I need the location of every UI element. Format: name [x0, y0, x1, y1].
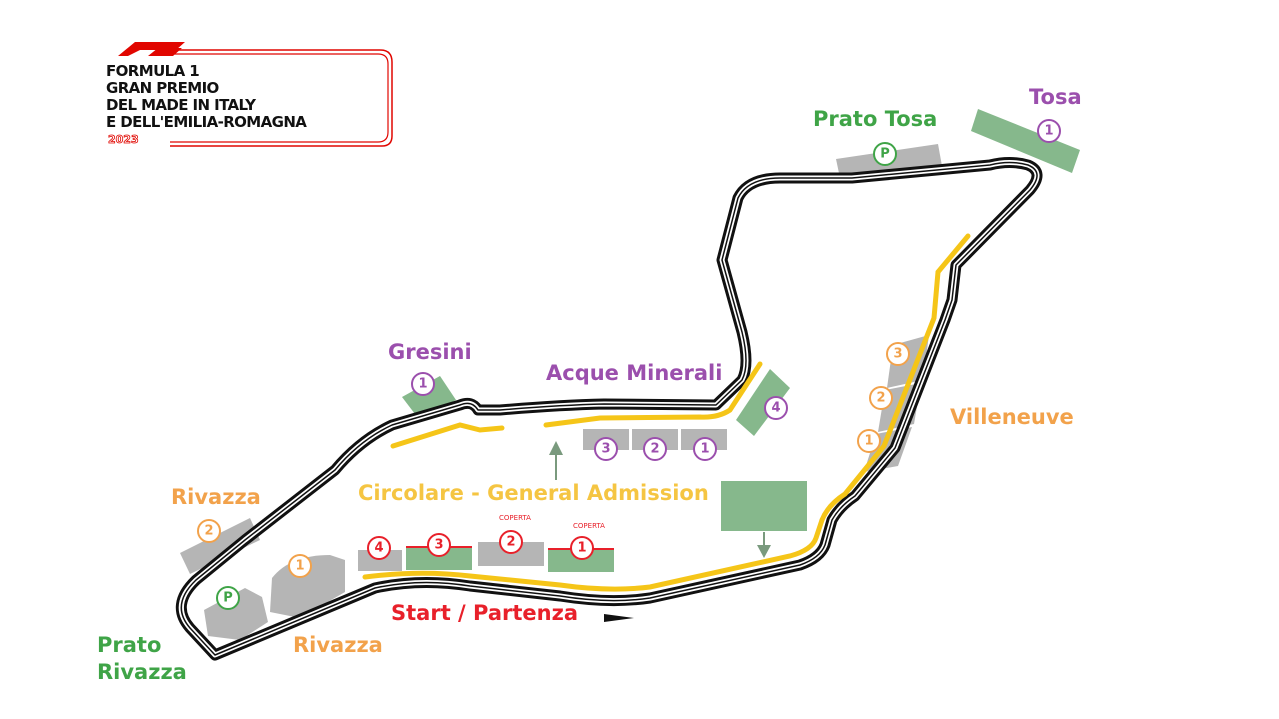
track-centerline	[180, 161, 1038, 656]
badge-acque-2: 2	[643, 437, 667, 461]
badge-acque-1: 1	[693, 437, 717, 461]
label-rivazza-upper: Rivazza	[171, 485, 261, 509]
stand-prato-rivazza	[204, 588, 268, 640]
logo-year: 2023	[108, 133, 139, 146]
label-rivazza-lower: Rivazza	[293, 633, 383, 657]
f1-logo-mark	[118, 42, 185, 56]
label-gresini: Gresini	[388, 340, 472, 364]
label-prato-rivazza-2: Rivazza	[97, 660, 187, 684]
label-start: Start / Partenza	[391, 601, 578, 625]
stand-rivazza-2	[180, 518, 260, 574]
badge-tosa-1: 1	[1037, 119, 1061, 143]
svg-text:4: 4	[374, 541, 383, 556]
stand-acque-4	[736, 369, 790, 436]
label-prato-tosa: Prato Tosa	[813, 107, 937, 131]
svg-text:2: 2	[650, 442, 659, 457]
f1-logo-frame-inner	[170, 53, 389, 143]
coperta-label-1: COPERTA	[573, 522, 605, 530]
f1-logo: FORMULA 1 GRAN PREMIO DEL MADE IN ITALY …	[106, 42, 393, 147]
badge-gresini-1: 1	[411, 372, 435, 396]
chequered-flag-icon	[604, 614, 634, 622]
logo-line-2: GRAN PREMIO	[106, 79, 219, 97]
svg-text:1: 1	[700, 442, 709, 457]
svg-text:P: P	[880, 147, 890, 162]
label-circolare: Circolare - General Admission	[358, 481, 709, 505]
svg-text:3: 3	[434, 538, 443, 553]
svg-text:1: 1	[295, 559, 304, 574]
general-admission-lines	[362, 233, 971, 592]
svg-text:3: 3	[893, 347, 902, 362]
ga-line-acque	[543, 361, 763, 428]
stand-circolare-area	[721, 481, 807, 531]
svg-text:4: 4	[771, 401, 780, 416]
svg-text:3: 3	[601, 442, 610, 457]
svg-text:1: 1	[418, 377, 427, 392]
badge-prato-rivazza-p: P	[216, 586, 240, 610]
svg-text:2: 2	[876, 391, 885, 406]
stand-gresini	[402, 376, 456, 418]
svg-text:1: 1	[864, 434, 873, 449]
label-villeneuve: Villeneuve	[950, 405, 1074, 429]
label-tosa: Tosa	[1029, 85, 1082, 109]
coperta-label-2: COPERTA	[499, 514, 531, 522]
stand-tosa	[971, 109, 1080, 173]
logo-line-3: DEL MADE IN ITALY	[106, 96, 257, 114]
arrow-icon-down	[757, 532, 771, 558]
badge-start-3: 3	[427, 533, 451, 557]
label-prato-rivazza-1: Prato	[97, 633, 161, 657]
badge-rivazza-1: 1	[288, 554, 312, 578]
arrow-icon-up	[549, 441, 563, 480]
badge-prato-tosa-p: P	[873, 142, 897, 166]
badge-start-4: 4	[367, 536, 391, 560]
f1-logo-frame	[160, 49, 393, 147]
badge-villeneuve-3: 3	[886, 342, 910, 366]
ga-line-gresini	[390, 422, 505, 449]
ga-line-start	[362, 517, 825, 592]
label-acque-minerali: Acque Minerali	[546, 361, 722, 385]
stand-rivazza-1	[270, 555, 345, 618]
badge-acque-3: 3	[594, 437, 618, 461]
badge-start-2: 2	[499, 530, 523, 554]
badge-acque-4: 4	[764, 396, 788, 420]
ga-line-villeneuve	[819, 233, 971, 523]
logo-line-1: FORMULA 1	[106, 62, 199, 80]
badge-start-1: 1	[570, 536, 594, 560]
svg-text:2: 2	[506, 535, 515, 550]
badge-villeneuve-1: 1	[857, 429, 881, 453]
svg-text:1: 1	[577, 541, 586, 556]
track	[175, 157, 1043, 661]
stand-start-4	[358, 550, 402, 571]
svg-text:2: 2	[204, 524, 213, 539]
badge-villeneuve-2: 2	[869, 386, 893, 410]
svg-text:P: P	[223, 591, 233, 606]
logo-line-4: E DELL'EMILIA-ROMAGNA	[106, 113, 307, 131]
svg-text:1: 1	[1044, 124, 1053, 139]
badge-rivazza-2: 2	[197, 519, 221, 543]
